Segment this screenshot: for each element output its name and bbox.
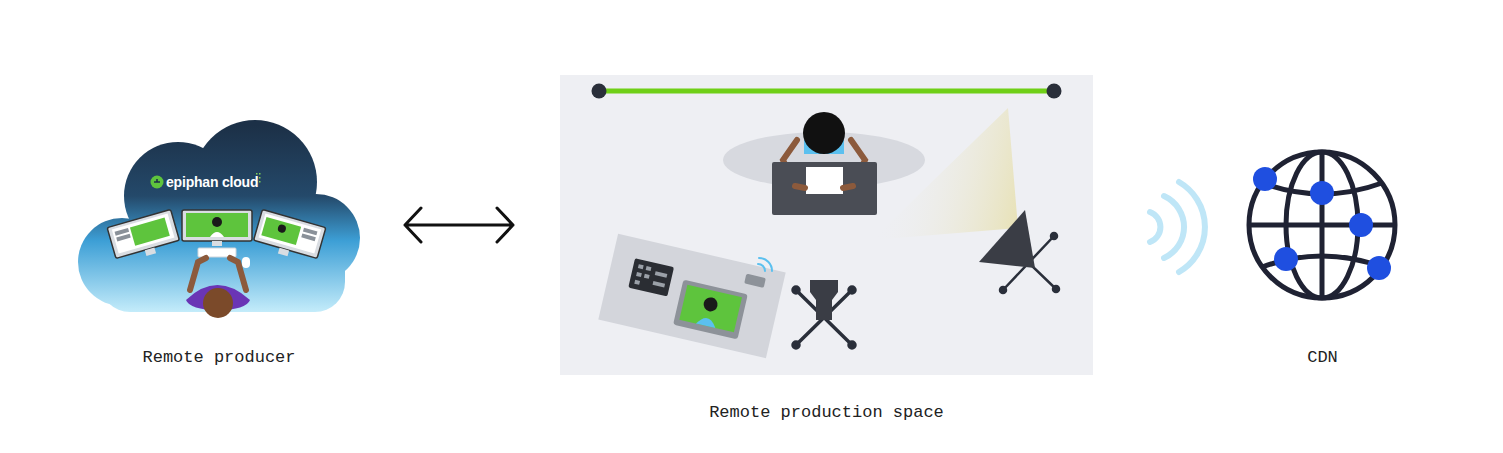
globe-icon xyxy=(1249,152,1395,298)
studio-floor xyxy=(560,75,1093,375)
wireless-waves xyxy=(1150,182,1205,272)
monitors xyxy=(107,209,326,264)
node-label: CDN xyxy=(1245,348,1400,367)
node-label: Remote producer xyxy=(78,348,360,367)
light-head xyxy=(979,210,1035,268)
double-arrow xyxy=(405,208,513,242)
logo-icon xyxy=(151,176,164,189)
cdn-node: CDN xyxy=(1245,150,1400,375)
logo-text: epiphan cloud xyxy=(166,174,258,190)
camera-body xyxy=(810,280,838,320)
device-wifi xyxy=(758,258,772,271)
cloud-shape xyxy=(78,120,360,312)
production-space-node: Remote production space xyxy=(560,75,1093,425)
cloud-node: epiphan cloudRemote producer xyxy=(78,125,360,375)
desk xyxy=(772,162,877,215)
production-table xyxy=(598,234,785,358)
node-label: Remote production space xyxy=(560,403,1093,422)
globe-nodes xyxy=(1253,167,1391,280)
producer-person xyxy=(186,248,250,318)
backdrop-rail xyxy=(599,89,1054,94)
